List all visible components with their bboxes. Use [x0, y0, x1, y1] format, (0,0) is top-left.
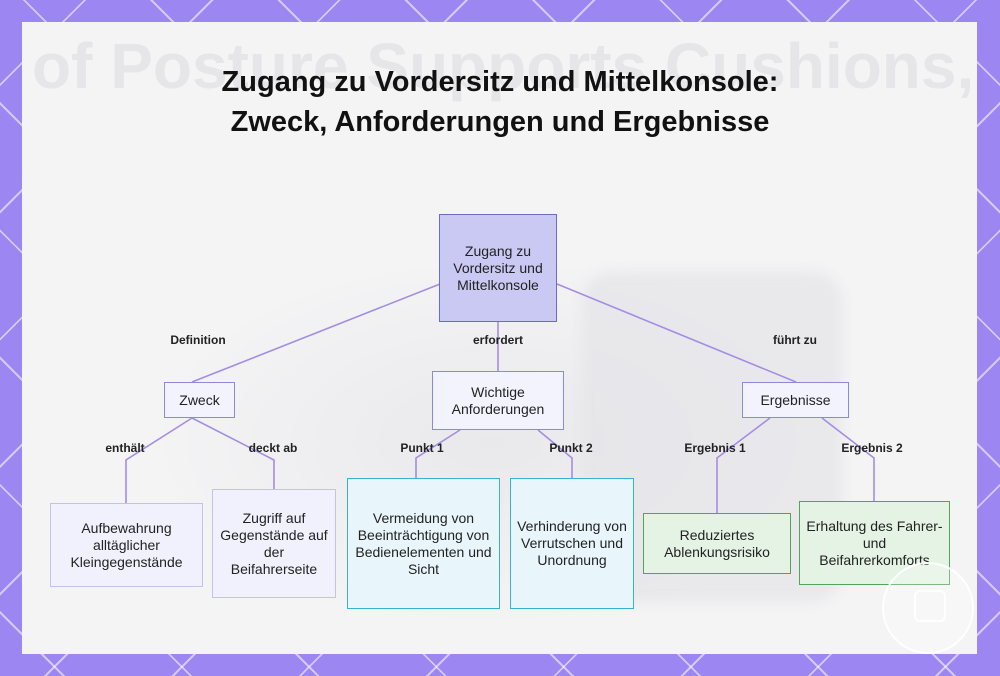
- diagram-title: Zugang zu Vordersitz und Mittelkonsole: …: [221, 66, 779, 138]
- edge-label-erfordert: erfordert: [472, 333, 524, 347]
- node-komfort: Erhaltung des Fahrer- und Beifahrerkomfo…: [799, 501, 950, 585]
- edge-ergebnisse-ablenkung: [716, 417, 771, 513]
- edge-label-enthaelt: enthält: [105, 441, 145, 455]
- edge-label-punkt1: Punkt 1: [400, 441, 444, 455]
- node-ergebnisse: Ergebnisse: [742, 382, 849, 418]
- node-vermeidung-label: Vermeidung von Beeinträchtigung von Bedi…: [355, 509, 492, 577]
- edge-label-punkt2: Punkt 2: [549, 441, 593, 455]
- node-ablenkung-label: Reduziertes Ablenkungsrisiko: [664, 526, 770, 560]
- node-aufbewahrung: Aufbewahrung alltäglicher Kleingegenstän…: [50, 503, 203, 587]
- edge-root-zweck: [191, 283, 441, 383]
- node-ergebnisse-label: Ergebnisse: [760, 391, 831, 408]
- edge-label-ergebnis2: Ergebnis 2: [841, 441, 903, 455]
- node-root-label: Zugang zu Vordersitz und Mittelkonsole: [453, 242, 543, 293]
- edge-ergebnisse-komfort: [821, 417, 875, 501]
- edge-anforderungen-vermeidung: [415, 429, 461, 478]
- edge-label-deckt-ab: deckt ab: [248, 441, 298, 455]
- node-anforderungen-label: Wichtige Anforderungen: [451, 383, 545, 417]
- logo-badge-icon: [882, 562, 974, 654]
- node-root: Zugang zu Vordersitz und Mittelkonsole: [439, 214, 557, 322]
- node-zugriff-label: Zugriff auf Gegenstände auf der Beifahre…: [220, 509, 328, 577]
- node-verhinderung: Verhinderung von Verrutschen und Unordnu…: [510, 478, 634, 609]
- background-watermark-text: of Posture Supports Cushions, Accessorie…: [32, 30, 972, 102]
- node-zweck: Zweck: [164, 382, 235, 418]
- edge-zweck-aufbewahrung: [125, 417, 193, 503]
- edge-root-ergebnisse: [556, 283, 797, 383]
- edge-label-fuehrt-zu: führt zu: [773, 333, 817, 347]
- edge-zweck-zugriff: [191, 417, 275, 489]
- node-zugriff: Zugriff auf Gegenstände auf der Beifahre…: [212, 489, 336, 598]
- node-ablenkung: Reduziertes Ablenkungsrisiko: [643, 513, 791, 574]
- node-aufbewahrung-label: Aufbewahrung alltäglicher Kleingegenstän…: [70, 519, 183, 570]
- node-zweck-label: Zweck: [179, 391, 220, 408]
- edge-label-definition: Definition: [170, 333, 226, 347]
- node-anforderungen: Wichtige Anforderungen: [432, 371, 564, 430]
- node-verhinderung-label: Verhinderung von Verrutschen und Unordnu…: [517, 518, 627, 568]
- edge-anforderungen-verhinderung: [537, 429, 573, 478]
- node-vermeidung: Vermeidung von Beeinträchtigung von Bedi…: [347, 478, 500, 609]
- node-komfort-label: Erhaltung des Fahrer- und Beifahrerkomfo…: [806, 517, 943, 568]
- edge-label-ergebnis1: Ergebnis 1: [684, 441, 746, 455]
